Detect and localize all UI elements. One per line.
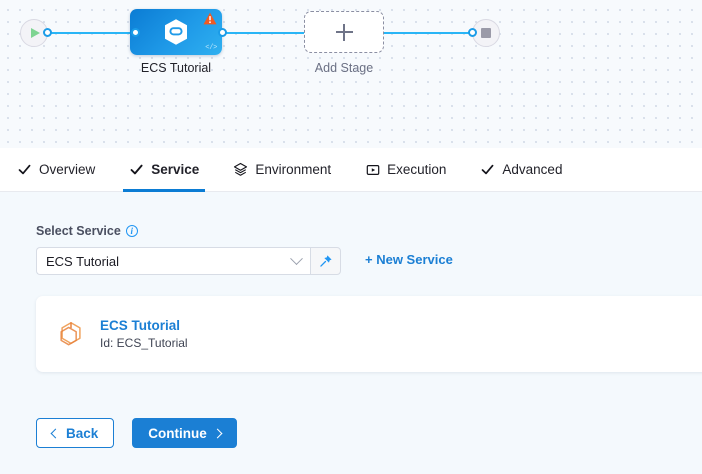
back-button-label: Back: [66, 425, 99, 441]
edge-start-to-stage: [44, 32, 136, 34]
pin-icon: [319, 255, 332, 267]
add-stage-label: Add Stage: [314, 61, 374, 75]
check-icon: [480, 162, 495, 177]
layers-icon: [233, 162, 248, 177]
start-node-port[interactable]: [43, 28, 52, 37]
select-service-label-text: Select Service: [36, 224, 121, 238]
tab-execution[interactable]: Execution: [348, 148, 463, 192]
select-service-label: Select Service i: [36, 224, 138, 238]
chevron-left-icon: [50, 428, 61, 438]
pipeline-canvas[interactable]: </> ECS Tutorial Add Stage: [0, 0, 702, 148]
tab-advanced-label: Advanced: [502, 162, 563, 177]
service-select-value: ECS Tutorial: [46, 253, 119, 269]
service-select-box[interactable]: ECS Tutorial: [36, 247, 310, 275]
stage-node-ecs-tutorial[interactable]: </>: [130, 9, 222, 55]
tab-service[interactable]: Service: [112, 148, 216, 192]
service-card-title: ECS Tutorial: [100, 317, 181, 333]
back-button[interactable]: Back: [36, 418, 115, 448]
check-icon: [129, 162, 144, 177]
edge-addstage-to-end: [384, 32, 474, 34]
service-hexagon-icon: [60, 322, 81, 346]
service-select[interactable]: ECS Tutorial: [36, 247, 341, 275]
stage-node-input-port[interactable]: [131, 28, 140, 37]
stage-node-output-port[interactable]: [218, 28, 227, 37]
info-icon[interactable]: i: [125, 225, 138, 237]
chevron-right-icon: [212, 428, 223, 438]
tab-execution-label: Execution: [387, 162, 447, 177]
tab-environment[interactable]: Environment: [216, 148, 348, 192]
service-tab-panel: Select Service i ECS Tutorial + New Serv…: [0, 192, 702, 474]
end-node-port[interactable]: [468, 28, 477, 37]
continue-button-label: Continue: [148, 425, 207, 441]
continue-button[interactable]: Continue: [132, 418, 237, 448]
play-box-icon: [365, 162, 380, 177]
code-brackets-icon: </>: [205, 44, 217, 52]
check-icon: [17, 162, 32, 177]
plus-icon: [335, 23, 353, 41]
tab-service-label: Service: [151, 162, 200, 177]
add-stage-button[interactable]: [304, 11, 384, 53]
chevron-down-icon: [290, 251, 303, 265]
pin-service-button[interactable]: [310, 247, 341, 275]
edge-stage-to-addstage: [224, 32, 304, 34]
footer-buttons: Back Continue: [36, 418, 237, 448]
tab-environment-label: Environment: [255, 162, 332, 177]
service-card-text: ECS Tutorial Id: ECS_Tutorial: [100, 316, 188, 353]
new-service-button[interactable]: + New Service: [365, 252, 453, 267]
play-icon: [30, 28, 40, 38]
warning-triangle-icon[interactable]: [203, 12, 217, 25]
tab-overview-label: Overview: [39, 162, 96, 177]
harness-hexagon-icon: [165, 19, 187, 45]
stop-icon: [481, 28, 491, 38]
service-card-id: Id: ECS_Tutorial: [100, 336, 188, 351]
stage-node-label: ECS Tutorial: [140, 61, 212, 75]
tab-overview[interactable]: Overview: [0, 148, 112, 192]
service-result-card[interactable]: ECS Tutorial Id: ECS_Tutorial: [36, 296, 702, 372]
stage-config-tabbar: Overview Service Environment: [0, 148, 702, 192]
tab-advanced[interactable]: Advanced: [463, 148, 579, 192]
